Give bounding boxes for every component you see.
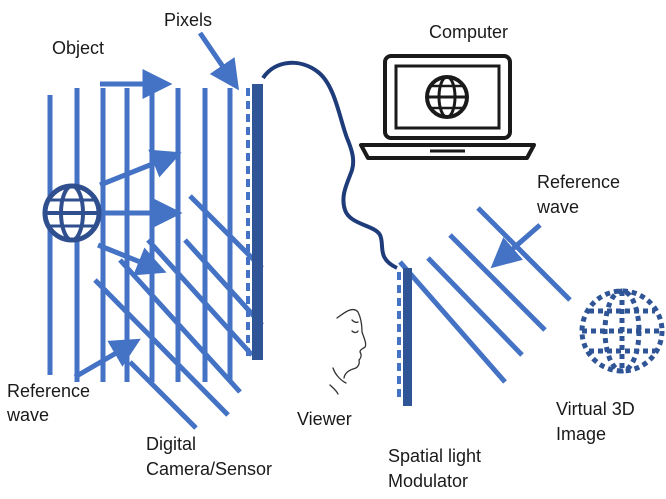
digital-camera-label-line2: Camera/Sensor: [146, 459, 273, 479]
reference-wave-arrow-left: [73, 338, 141, 380]
slm-label-line2: Modulator: [388, 471, 469, 491]
reference-wave-left-label-line2: wave: [7, 405, 50, 425]
object-arrows: [97, 31, 240, 276]
reference-wave-arrow-right: [490, 223, 542, 269]
computer-label: Computer: [429, 22, 509, 42]
reference-wave-lines-right: [398, 206, 572, 384]
laptop-globe-icon: [425, 75, 469, 119]
face-profile-icon: [329, 308, 367, 395]
pixels-label: Pixels: [164, 10, 213, 30]
reference-wave-right-label-line1: Reference: [537, 172, 621, 192]
object-wavefront-lines: [47, 88, 233, 382]
virtual-image-label-line2: Image: [556, 424, 607, 444]
object-label: Object: [52, 38, 105, 58]
virtual-image-label-line1: Virtual 3D: [556, 399, 635, 419]
dotted-globe-icon: [579, 288, 665, 374]
slm-label-line1: Spatial light: [388, 446, 482, 466]
viewer-label: Viewer: [297, 409, 352, 429]
spatial-light-modulator: [397, 268, 412, 406]
reference-wave-right-label-line2: wave: [537, 197, 580, 217]
cable: [261, 60, 398, 270]
reference-wave-left-label-line1: Reference: [7, 381, 91, 401]
globe-icon: [42, 183, 102, 243]
digital-sensor: [246, 84, 263, 360]
digital-camera-label-line1: Digital: [146, 434, 197, 454]
